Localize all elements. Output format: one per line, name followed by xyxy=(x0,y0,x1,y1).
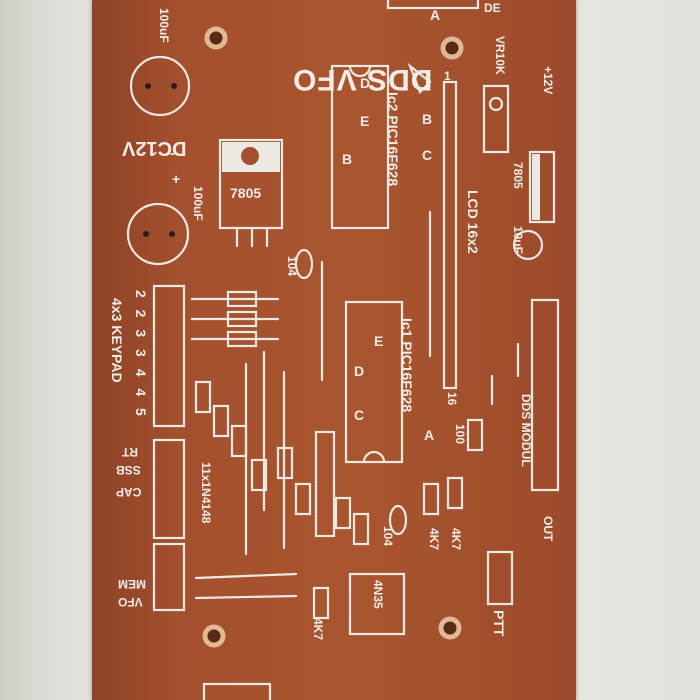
lcd-header-outline xyxy=(442,80,458,390)
pcb-board: DDS VFO DC12V - + 100uF 100uF 7805 7805 … xyxy=(92,0,576,700)
label-4n35: 4N35 xyxy=(371,580,385,609)
label-a-top: A xyxy=(430,7,441,23)
label-ssb: SSB xyxy=(116,463,141,477)
label-r100: 100 xyxy=(453,424,467,445)
pcb-silkscreen xyxy=(126,0,560,700)
label-plus12v: +12V xyxy=(541,66,555,95)
vr10k-outline xyxy=(482,84,510,154)
top-outline xyxy=(386,0,480,10)
diode-array-outline xyxy=(314,430,336,538)
label-d-ic1: D xyxy=(354,363,365,379)
label-dc12v: DC12V xyxy=(122,137,187,159)
label-cap-100uf-bottom: 100uF xyxy=(191,186,205,221)
label-b-inside: B xyxy=(342,151,353,167)
label-rt: RT xyxy=(122,445,138,459)
label-cap-100uf-top: 100uF xyxy=(157,8,171,43)
label-7805-left: 7805 xyxy=(230,185,262,201)
mount-hole-bottom-right xyxy=(438,616,462,640)
label-104-bottom: 104 xyxy=(381,526,395,547)
label-mem: MEM xyxy=(118,577,146,591)
label-b-ic2: B xyxy=(422,111,433,127)
vfo-mem-header-outline xyxy=(152,542,186,612)
ic2-outline xyxy=(330,64,390,230)
label-ic2: Ic2 PIC16F628 xyxy=(385,92,401,187)
ic1-outline xyxy=(344,300,404,464)
label-vfo-small: VFO xyxy=(118,595,143,609)
label-keypad-numbers: 2 2 3 3 4 4 5 xyxy=(133,290,149,420)
label-7805-right: 7805 xyxy=(511,162,525,189)
label-lcd-16x2: LCD 16x2 xyxy=(465,190,481,254)
cap-100uf-top-outline xyxy=(129,55,191,117)
label-e-ic1: E xyxy=(374,333,384,349)
reg-7805-right-outline xyxy=(528,150,556,224)
cap-100uf-bottom-outline xyxy=(126,202,190,266)
mount-hole-top-left xyxy=(204,26,228,50)
label-a-ic1: A xyxy=(424,427,435,443)
label-ic1: Ic1 PIC16F628 xyxy=(399,318,415,413)
mount-hole-top-right xyxy=(440,36,464,60)
label-out: OUT xyxy=(541,516,555,542)
label-d-ic2: D xyxy=(360,75,371,91)
label-keypad: 4x3 KEYPAD xyxy=(109,298,125,383)
label-c-ic1: C xyxy=(354,407,365,423)
label-dds-module: DDS MODUL xyxy=(519,394,533,467)
dds-module-header-outline xyxy=(530,298,560,492)
label-plus: + xyxy=(172,171,181,187)
label-cap: CAP xyxy=(116,485,142,499)
label-pin-16: 16 xyxy=(445,392,459,406)
label-diodes: 11x1N4148 xyxy=(199,462,213,524)
label-4k7-b: 4K7 xyxy=(449,528,463,551)
cap-10uf-outline xyxy=(512,229,544,261)
label-pin-1: 1 xyxy=(444,69,451,83)
mode-header-outline xyxy=(152,438,186,540)
label-4k7-a: 4K7 xyxy=(427,528,441,551)
label-ptt: PTT xyxy=(491,610,507,637)
label-c-ic2: C xyxy=(422,147,433,163)
mount-hole-bottom-left xyxy=(202,624,226,648)
ptt-outline xyxy=(486,550,514,606)
optocoupler-outline xyxy=(348,572,406,636)
label-mode-cut: DE xyxy=(484,1,501,15)
keypad-header-outline xyxy=(152,284,186,428)
label-104-top: 104 xyxy=(285,256,299,277)
label-vr10k: VR10K xyxy=(493,36,507,75)
label-e-ic2: E xyxy=(360,113,370,129)
label-minus: - xyxy=(170,145,175,161)
label-4k7-c: 4K7 xyxy=(311,618,325,641)
label-10uf: 10uF xyxy=(511,226,525,255)
